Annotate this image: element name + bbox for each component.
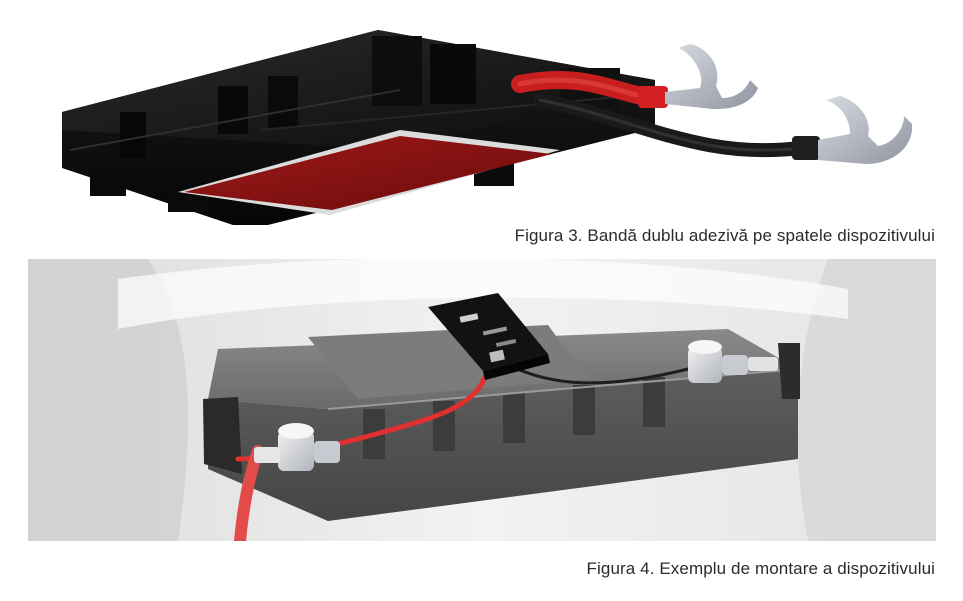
tracking-device	[428, 293, 550, 380]
ring-terminal-red	[638, 44, 758, 110]
figure-3-device-tape-render	[0, 0, 963, 225]
figure-3-caption: Figura 3. Bandă dublu adezivă pe spatele…	[514, 226, 935, 245]
ring-terminal-black	[792, 96, 913, 164]
figure-4-caption: Figura 4. Exemplu de montare a dispoziti…	[586, 559, 935, 578]
figure-4-mounting-render	[28, 259, 936, 541]
terminal-clamp-right	[688, 340, 778, 383]
adhesive-tape	[178, 130, 560, 215]
device-tape-illustration	[62, 30, 913, 225]
cables	[511, 71, 807, 158]
battery-mounting-illustration	[28, 259, 936, 541]
device-housing	[62, 30, 655, 225]
terminal-clamp-left	[254, 423, 340, 471]
